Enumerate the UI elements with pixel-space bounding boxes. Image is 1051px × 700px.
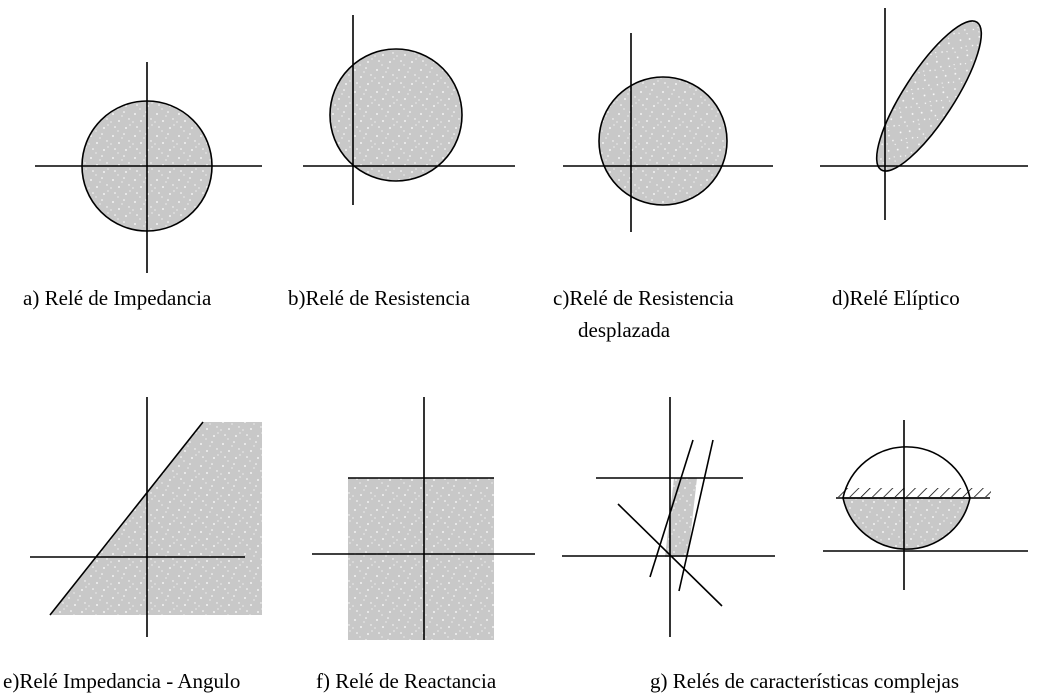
diagram-d-elliptic: [820, 8, 1028, 220]
restricted-circle-region: [842, 497, 971, 550]
diagram-b-resistance: [303, 15, 515, 205]
left-resistance-line: [649, 439, 694, 578]
caption-a: a) Relé de Impedancia: [23, 286, 212, 310]
diagram-c-offset-resistance: [563, 33, 773, 232]
caption-c-line1: c)Relé de Resistencia: [553, 286, 734, 310]
upper-circle-arc: [842, 446, 971, 499]
mho-circle: [329, 48, 463, 182]
quadrilateral-region: [665, 478, 697, 557]
diagram-g-complex-quadrilateral: [562, 397, 775, 637]
diagram-f-reactance: [312, 397, 535, 640]
right-resistance-line: [678, 439, 714, 592]
elliptic-region: [875, 20, 983, 172]
diagram-g-complex-circle: [823, 420, 1028, 590]
caption-c-line2: desplazada: [578, 318, 671, 342]
caption-f: f) Relé de Reactancia: [316, 669, 497, 693]
directional-line: [617, 503, 723, 607]
caption-b: b)Relé de Resistencia: [288, 286, 470, 310]
hatch-marks: [838, 488, 991, 497]
diagram-e-impedance-angle: [30, 397, 262, 637]
offset-mho-circle: [598, 76, 728, 206]
caption-d: d)Relé Elíptico: [832, 286, 960, 310]
caption-e: e)Relé Impedancia - Angulo: [3, 669, 241, 693]
diagram-a-impedance: [35, 62, 262, 273]
reactance-region: [348, 478, 494, 640]
angle-impedance-region: [50, 422, 262, 615]
caption-g: g) Relés de características complejas: [650, 669, 960, 693]
boundary-line: [49, 421, 204, 616]
